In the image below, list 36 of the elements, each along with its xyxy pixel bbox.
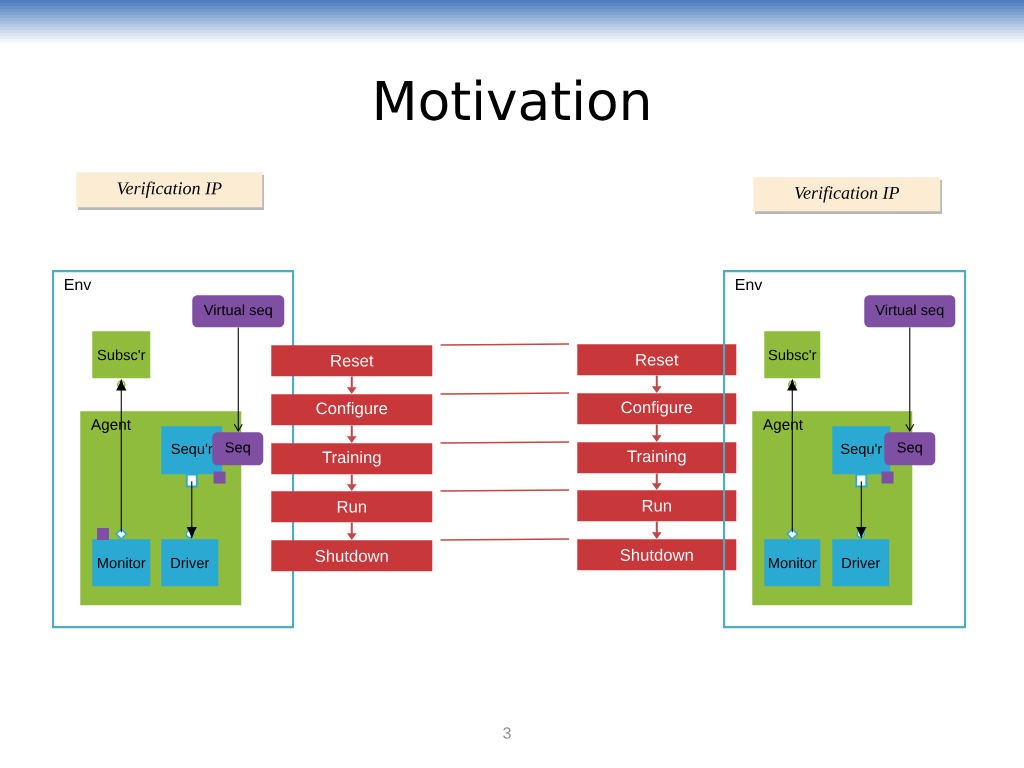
connector-line <box>439 441 570 444</box>
phase-box: Configure <box>271 394 433 426</box>
connector-line <box>439 489 570 492</box>
subscriber-box: Subsc'r <box>764 331 821 379</box>
sequence-box: Seq <box>212 432 264 466</box>
phase-box: Run <box>271 491 433 523</box>
component-box: Driver <box>832 539 890 587</box>
phase-box: Configure <box>577 393 737 425</box>
sequence-box: Virtual seq <box>192 295 285 328</box>
arrow <box>787 379 798 533</box>
phase-box: Training <box>271 443 433 475</box>
arrow <box>116 379 127 533</box>
arrow <box>856 480 867 538</box>
component-box: Driver <box>161 539 219 587</box>
sequence-box: Seq <box>884 432 936 466</box>
component-box: Monitor <box>92 539 151 587</box>
title-tag: Verification IP <box>753 177 941 212</box>
page-number: 3 <box>503 727 511 739</box>
phase-box: Run <box>577 490 737 522</box>
connector-line <box>439 392 570 395</box>
sequence-box: Virtual seq <box>864 295 956 328</box>
phase-box: Shutdown <box>577 539 737 571</box>
component-box: Sequ'r <box>832 426 891 475</box>
phase-box: Shutdown <box>271 540 433 572</box>
subscriber-box: Subsc'r <box>92 331 151 379</box>
connector-line <box>439 343 570 346</box>
phase-box: Reset <box>271 345 433 377</box>
title: Motivation <box>376 79 648 121</box>
phase-box: Reset <box>577 344 737 376</box>
component-box: Monitor <box>764 539 821 587</box>
arrow <box>186 480 197 538</box>
connector-line <box>439 538 570 541</box>
phase-box: Training <box>577 442 737 474</box>
arrow <box>233 327 243 432</box>
title-tag: Verification IP <box>76 172 263 208</box>
arrow <box>905 327 915 432</box>
